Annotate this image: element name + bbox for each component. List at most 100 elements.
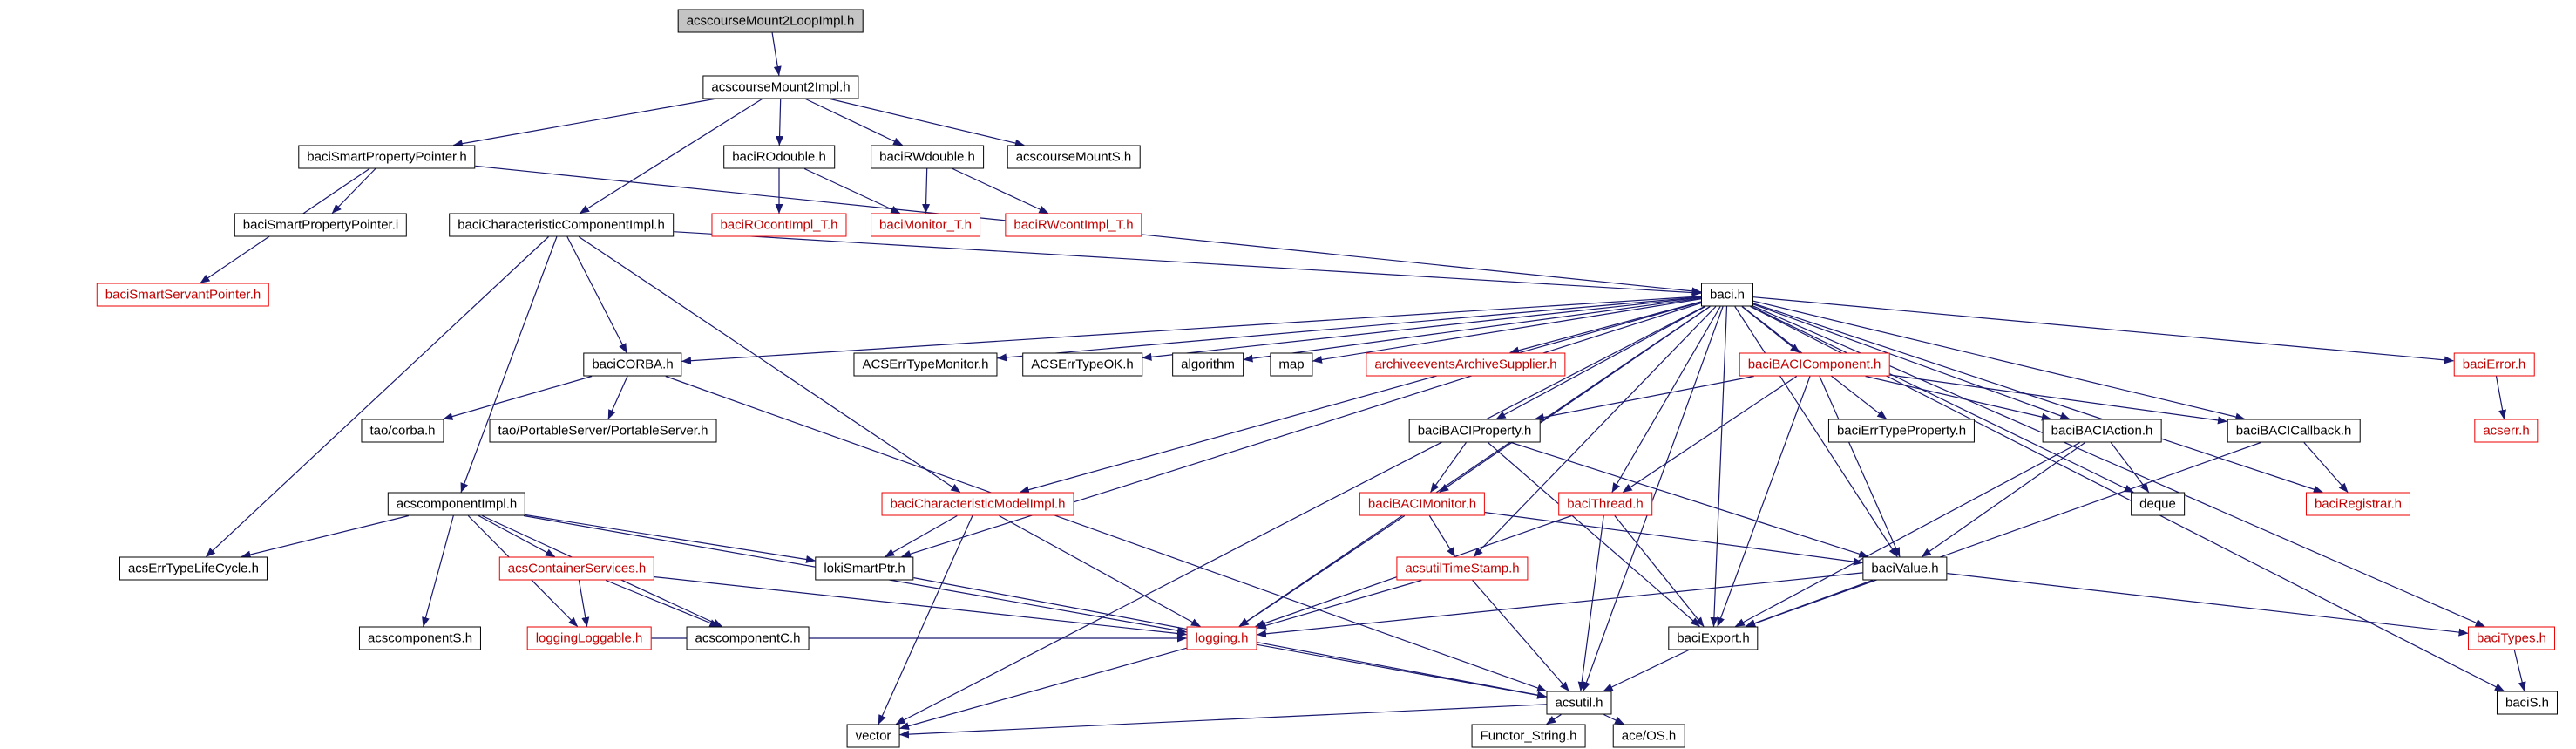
graph-edge [1473,306,1717,557]
graph-edge [1752,296,2454,364]
graph-edge [452,98,715,148]
graph-edge [2495,376,2507,419]
graph-node-acscomponents-h[interactable]: acscomponentS.h [358,626,482,650]
graph-node-acserrtypemonitor-h[interactable]: ACSErrTypeMonitor.h [853,352,998,377]
graph-node-algorithm[interactable]: algorithm [1172,352,1244,377]
graph-edge [1142,296,1702,361]
graph-node-tao-portableserver-portableserver-h[interactable]: tao/PortableServer/PortableServer.h [489,419,717,443]
graph-edge [1511,441,1869,558]
graph-node-bacitypes-h[interactable]: baciTypes.h [2467,626,2556,650]
graph-node-baciregistrar-h[interactable]: baciRegistrar.h [2305,492,2411,516]
graph-edge [1603,649,1690,692]
graph-node-map[interactable]: map [1270,352,1313,377]
graph-edge [1428,515,1456,557]
graph-edge [1546,713,1562,725]
graph-edge [1577,515,1604,691]
graph-node-baci-h[interactable]: baci.h [1700,283,1754,307]
graph-edge [607,376,628,419]
graph-node-bacirodouble-h[interactable]: baciROdouble.h [723,145,835,169]
graph-node-bacibacicomponent-h[interactable]: baciBACIComponent.h [1739,352,1890,377]
graph-edge [2513,650,2526,691]
graph-edge [2303,442,2349,493]
graph-node-archiveeventsarchivesupplier-h[interactable]: archiveeventsArchiveSupplier.h [1366,352,1566,377]
graph-node-bacibaciproperty-h[interactable]: baciBACIProperty.h [1408,419,1541,443]
graph-edge [681,296,1702,365]
graph-edge [952,167,1049,214]
graph-node-acscoursemount2loopimpl-h[interactable]: acscourseMount2LoopImpl.h [677,9,864,33]
graph-node-bacibacimonitor-h[interactable]: baciBACIMonitor.h [1359,492,1486,516]
graph-edge [580,98,763,214]
graph-edge [1921,442,2086,557]
graph-node-acscoursemounts-h[interactable]: acscourseMountS.h [1007,145,1141,169]
graph-node-loggingloggable-h[interactable]: loggingLoggable.h [526,626,652,650]
graph-node-bacimonitor-t-h[interactable]: baciMonitor_T.h [871,213,980,237]
graph-edge [578,236,961,493]
graph-node-bacibaciaction-h[interactable]: baciBACIAction.h [2042,419,2162,443]
graph-edge [422,515,454,627]
graph-edge [1819,376,1901,557]
graph-edge [1746,441,2261,628]
graph-edge [997,296,1702,362]
graph-edge [1717,376,1811,627]
graph-edge [2110,442,2150,493]
graph-node-bacicharacteristiccomponentimpl-h[interactable]: baciCharacteristicComponentImpl.h [449,213,674,237]
graph-node-bacithread-h[interactable]: baciThread.h [1558,492,1652,516]
graph-node-lokismartptr-h[interactable]: lokiSmartPtr.h [815,556,914,581]
graph-node-acserrtypelifecycle-h[interactable]: acsErrTypeLifeCycle.h [119,556,268,581]
graph-edge [1752,303,2323,494]
graph-node-acserrtypeok-h[interactable]: ACSErrTypeOK.h [1022,352,1142,377]
graph-node-bacivalue-h[interactable]: baciValue.h [1862,556,1948,581]
graph-node-tao-corba-h[interactable]: tao/corba.h [361,419,444,443]
graph-edge [241,514,410,559]
graph-edge [885,514,958,558]
graph-node-bacierrtypeproperty-h[interactable]: baciErrTypeProperty.h [1827,419,1976,443]
graph-node-acsutil-h[interactable]: acsutil.h [1546,691,1612,715]
graph-node-acscomponentc-h[interactable]: acscomponentC.h [686,626,810,650]
graph-edge [1889,374,2227,425]
graph-node-acsutiltimestamp-h[interactable]: acsutilTimeStamp.h [1396,556,1529,581]
graph-node-vector[interactable]: vector [846,724,900,748]
graph-node-functor-string-h[interactable]: Functor_String.h [1471,724,1586,748]
graph-edge [443,375,593,420]
graph-edge [1243,297,1702,363]
graph-node-acscomponentimpl-h[interactable]: acscomponentImpl.h [387,492,526,516]
graph-edge [1484,512,1863,566]
graph-node-bacicorba-h[interactable]: baciCORBA.h [583,352,682,377]
graph-edge [878,515,973,725]
graph-node-bacibacicallback-h[interactable]: baciBACICallback.h [2227,419,2361,443]
graph-node-bacicharacteristicmodelimpl-h[interactable]: baciCharacteristicModelImpl.h [881,492,1074,516]
graph-edge [1257,643,1547,699]
graph-edge [999,514,1201,628]
graph-edge [1614,515,1705,627]
graph-edge [460,236,558,493]
graph-node-deque[interactable]: deque [2131,492,2185,516]
graph-edge [578,580,590,627]
graph-edge [525,514,816,563]
graph-node-bacirwdouble-h[interactable]: baciRWdouble.h [871,145,984,169]
graph-node-acscontainerservices-h[interactable]: acsContainerServices.h [498,556,655,581]
graph-edge [1238,306,1711,627]
graph-node-bacis-h[interactable]: baciS.h [2496,691,2559,715]
graph-node-bacirwcontimpl-t-h[interactable]: baciRWcontImpl_T.h [1005,213,1142,237]
graph-node-bacierror-h[interactable]: baciError.h [2453,352,2535,377]
graph-edge [566,236,627,353]
graph-node-bacismartpropertypointer-h[interactable]: baciSmartPropertyPointer.h [298,145,476,169]
graph-edge [1865,375,2051,421]
graph-edge [605,579,720,628]
graph-node-baciexport-h[interactable]: baciExport.h [1668,626,1759,650]
graph-edge [673,231,1702,297]
graph-edge [899,647,1187,730]
graph-edge [1430,442,1467,493]
graph-node-logging-h[interactable]: logging.h [1186,626,1257,650]
graph-edge [1751,305,2134,494]
graph-node-acscoursemount2impl-h[interactable]: acscourseMount2Impl.h [702,75,859,99]
graph-node-bacismartpropertypointer-i[interactable]: baciSmartPropertyPointer.i [234,213,408,237]
graph-edge [1238,515,1406,627]
graph-edge [206,236,549,557]
graph-node-ace-os-h[interactable]: ace/OS.h [1612,724,1685,748]
graph-node-bacirocontimpl-t-h[interactable]: baciROcontImpl_T.h [711,213,847,237]
graph-edge [1257,579,1422,630]
graph-node-acserr-h[interactable]: acserr.h [2474,419,2539,443]
graph-edge [1752,300,2246,421]
graph-node-bacismartservantpointer-h[interactable]: baciSmartServantPointer.h [96,283,270,307]
